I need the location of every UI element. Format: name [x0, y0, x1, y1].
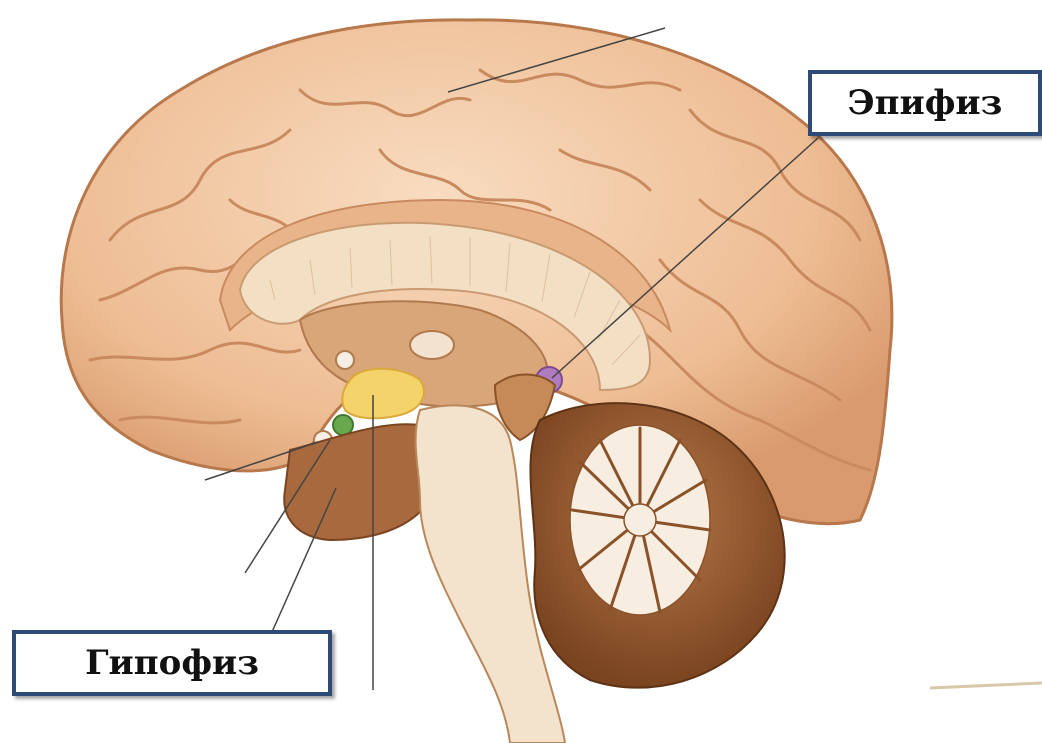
interthalamic-adhesion: [410, 331, 454, 359]
hypophysis-label-box: Гипофиз: [12, 630, 332, 696]
arbor-vitae-center: [624, 504, 656, 536]
baseline-shadow: [930, 683, 1042, 688]
anterior-commissure: [336, 351, 354, 369]
epiphysis-label-box: Эпифиз: [808, 70, 1042, 136]
hypophysis-label: Гипофиз: [85, 643, 259, 683]
epiphysis-label: Эпифиз: [848, 83, 1003, 123]
hypothalamus: [342, 369, 424, 419]
optic-chiasm: [333, 415, 353, 435]
